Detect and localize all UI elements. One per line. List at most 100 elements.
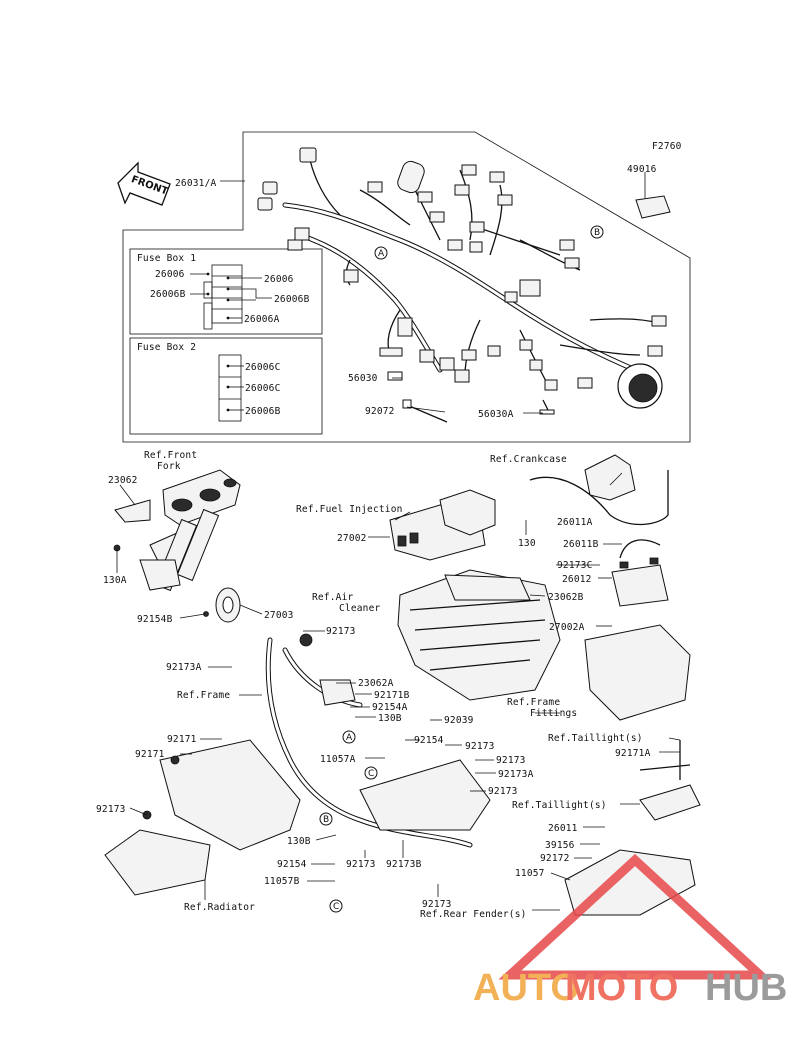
label-92173a-right: 92173A	[498, 769, 534, 780]
taillight-assembly	[564, 740, 701, 916]
label-56030: 56030	[348, 373, 378, 384]
fuse-box-2-block	[218, 354, 242, 422]
label-ref-frame-fittings-2: Fittings	[530, 708, 577, 719]
fuse2-label-26006b: 26006B	[245, 406, 281, 417]
label-92173-right-1: 92173	[496, 755, 526, 766]
fuse-box-2-title: Fuse Box 2	[137, 342, 196, 353]
horn-27003	[203, 587, 241, 623]
fuse-label-26006-right: 26006	[264, 274, 294, 285]
callout-a-lower: A	[342, 730, 356, 744]
svg-text:C: C	[333, 902, 339, 912]
cover-49016	[635, 195, 671, 219]
label-ref-air: Ref.Air	[312, 592, 354, 603]
fuse-label-26006b-right: 26006B	[274, 294, 310, 305]
label-ref-fuel-injection: Ref.Fuel Injection	[296, 504, 403, 515]
watermark-triangle-icon	[498, 853, 772, 980]
callout-a-top: A	[374, 246, 388, 260]
label-92173-left: 92173	[96, 804, 126, 815]
part-labels: F2760 26031/A 49016 56030 92072 56030A R…	[96, 141, 682, 920]
label-ref-frame-fittings: Ref.Frame	[507, 697, 560, 708]
callout-c-mid: C	[364, 766, 378, 780]
fuse-box-1-frame	[129, 248, 323, 335]
fuse-label-26006b-left: 26006B	[150, 289, 186, 300]
label-92173b: 92173B	[386, 859, 422, 870]
label-92072: 92072	[365, 406, 395, 417]
label-92154-bottom: 92154	[277, 859, 307, 870]
watermark-logo: AUTO MOTO HUB	[473, 853, 787, 1009]
leader-lines	[116, 172, 681, 911]
fuse2-label-26006c-b: 26006C	[245, 383, 281, 394]
label-92154b: 92154B	[137, 614, 173, 625]
label-92039: 92039	[444, 715, 474, 726]
label-ref-taillights-2: Ref.Taillight(s)	[512, 800, 607, 811]
label-92171a: 92171A	[615, 748, 651, 759]
label-92173-right-2: 92173	[488, 786, 518, 797]
air-cleaner-assembly	[397, 569, 561, 701]
svg-text:A: A	[378, 249, 385, 259]
callout-b-top: B	[590, 225, 604, 239]
label-23062a: 23062A	[358, 678, 394, 689]
ecu-27002	[389, 489, 496, 561]
battery-26012	[529, 454, 669, 607]
radiator-cover	[104, 739, 301, 896]
label-92173a-left: 92173A	[166, 662, 202, 673]
label-92173-lowest: 92173	[422, 899, 452, 910]
label-26012: 26012	[562, 574, 592, 585]
harness-panel-border	[122, 131, 691, 443]
label-92171-a: 92171	[167, 734, 197, 745]
label-ref-radiator: Ref.Radiator	[184, 902, 255, 913]
main-frame	[265, 633, 491, 848]
callout-b-lower: B	[319, 812, 333, 826]
label-92173-frame-top: 92173	[326, 626, 356, 637]
label-11057b: 11057B	[264, 876, 300, 887]
watermark-moto: MOTO	[565, 967, 678, 1009]
battery-case-27002a	[584, 624, 691, 721]
label-92154a: 92154A	[372, 702, 408, 713]
label-26011a: 26011A	[557, 517, 593, 528]
label-ref-rear-fender: Ref.Rear Fender(s)	[420, 909, 527, 920]
svg-text:B: B	[594, 228, 600, 238]
callout-c-lower: C	[329, 899, 343, 913]
label-27002: 27002	[337, 533, 367, 544]
fuse-box-1-block	[211, 264, 243, 324]
label-ref-air-cleaner: Cleaner	[339, 603, 381, 614]
label-11057: 11057	[515, 868, 545, 879]
label-23062b: 23062B	[548, 592, 584, 603]
label-23062: 23062	[108, 475, 138, 486]
label-130b-top: 130B	[378, 713, 402, 724]
label-130b-bottom: 130B	[287, 836, 311, 847]
fuse2-label-26006c-a: 26006C	[245, 362, 281, 373]
label-26031a: 26031/A	[175, 178, 217, 189]
svg-text:B: B	[323, 815, 329, 825]
label-92172: 92172	[540, 853, 570, 864]
harness-panel: Fuse Box 1 26006 26006B 26006 26006B 260…	[117, 131, 691, 443]
label-ref-front-fork: Ref.Front	[144, 450, 197, 461]
figure-id: F2760	[652, 141, 682, 152]
svg-text:A: A	[346, 733, 353, 743]
label-ref-front-fork-2: Fork	[157, 461, 181, 472]
label-ref-taillights: Ref.Taillight(s)	[548, 733, 643, 744]
label-130: 130	[518, 538, 536, 549]
front-arrow-icon: FRONT	[117, 161, 171, 206]
svg-text:C: C	[368, 769, 374, 779]
fuse-label-26006a: 26006A	[244, 314, 280, 325]
label-56030a: 56030A	[478, 409, 514, 420]
label-27003: 27003	[264, 610, 294, 621]
wiring-harness-illustration	[257, 147, 671, 423]
label-26011: 26011	[548, 823, 578, 834]
label-39156: 39156	[545, 840, 575, 851]
label-ref-frame: Ref.Frame	[177, 690, 230, 701]
label-49016: 49016	[627, 164, 657, 175]
fuse-box-2-frame	[129, 337, 323, 435]
label-11057a: 11057A	[320, 754, 356, 765]
fuse-box-1-title: Fuse Box 1	[137, 253, 196, 264]
label-92173-mid: 92173	[465, 741, 495, 752]
label-92173c: 92173C	[557, 560, 593, 571]
label-26011b: 26011B	[563, 539, 599, 550]
watermark-auto: AUTO	[473, 967, 580, 1009]
watermark-hub: HUB	[705, 967, 787, 1009]
fuse-label-26006-left: 26006	[155, 269, 185, 280]
label-92171b: 92171B	[374, 690, 410, 701]
